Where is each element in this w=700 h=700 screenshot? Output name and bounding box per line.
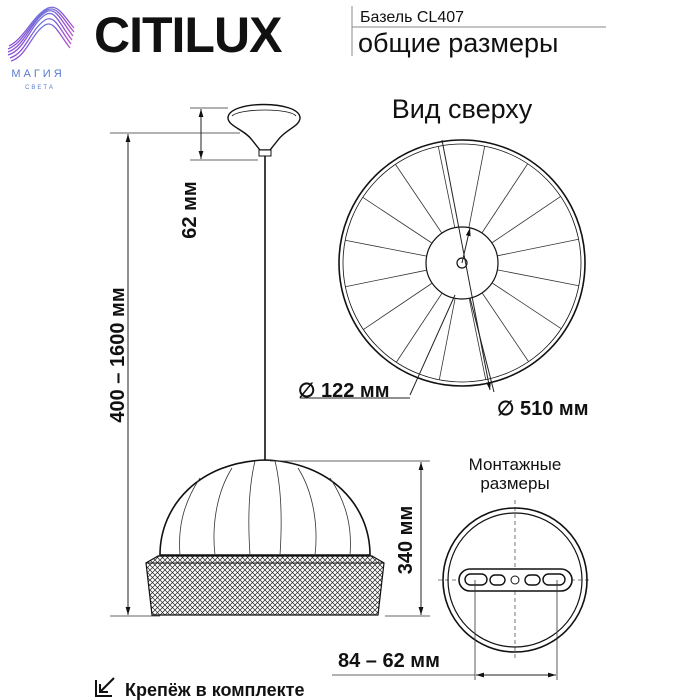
magiya-sveta-logo: МАГИЯ СВЕТА <box>7 6 75 91</box>
mounting-kit-icon <box>95 677 115 697</box>
inner-diameter-label: ∅ 122 мм <box>298 380 390 402</box>
shade-rib-line <box>363 282 433 330</box>
page-subtitle: общие размеры <box>358 28 558 58</box>
mounting-plate-drawing <box>438 500 592 660</box>
mounting-title-line1: Монтажные <box>469 455 562 474</box>
shade-rib-line <box>438 298 456 380</box>
mounting-title-line2: размеры <box>480 474 549 493</box>
logo-text-magiya: МАГИЯ <box>11 68 64 80</box>
citilux-logo: CITILUX <box>94 7 282 63</box>
shade-rib-line <box>481 163 529 234</box>
ceiling-canopy <box>227 103 301 157</box>
logo-text-sveta: СВЕТА <box>25 85 55 91</box>
shade-rib-line <box>395 292 443 363</box>
shade-rib-line <box>345 269 427 288</box>
shade-rib-line <box>491 282 562 330</box>
top-view-drawing <box>338 139 586 387</box>
shade-rib-line <box>345 239 427 257</box>
top-view-title: Вид сверху <box>392 94 533 124</box>
hole-spacing-label: 84 – 62 мм <box>338 650 440 672</box>
outer-diameter-label: ∅ 510 мм <box>497 398 589 420</box>
height-range-label: 400 – 1600 мм <box>107 287 129 422</box>
shade-rib-line <box>395 164 443 234</box>
shade-rib-line <box>468 298 487 380</box>
shade-rib-line <box>468 146 486 228</box>
lamp-shade <box>145 459 385 616</box>
shade-rib-line <box>437 146 456 228</box>
shade-rib-line <box>481 292 529 362</box>
model-name: Базель CL407 <box>360 9 464 26</box>
shade-rib-line <box>497 238 579 257</box>
shade-rib-line <box>491 196 561 244</box>
shade-rib-line <box>497 269 579 287</box>
shade-height-label: 340 мм <box>395 506 417 575</box>
shade-rib-line <box>362 196 433 244</box>
canopy-height-label: 62 мм <box>179 181 201 238</box>
mounting-kit-note: Крепёж в комплекте <box>125 680 304 700</box>
